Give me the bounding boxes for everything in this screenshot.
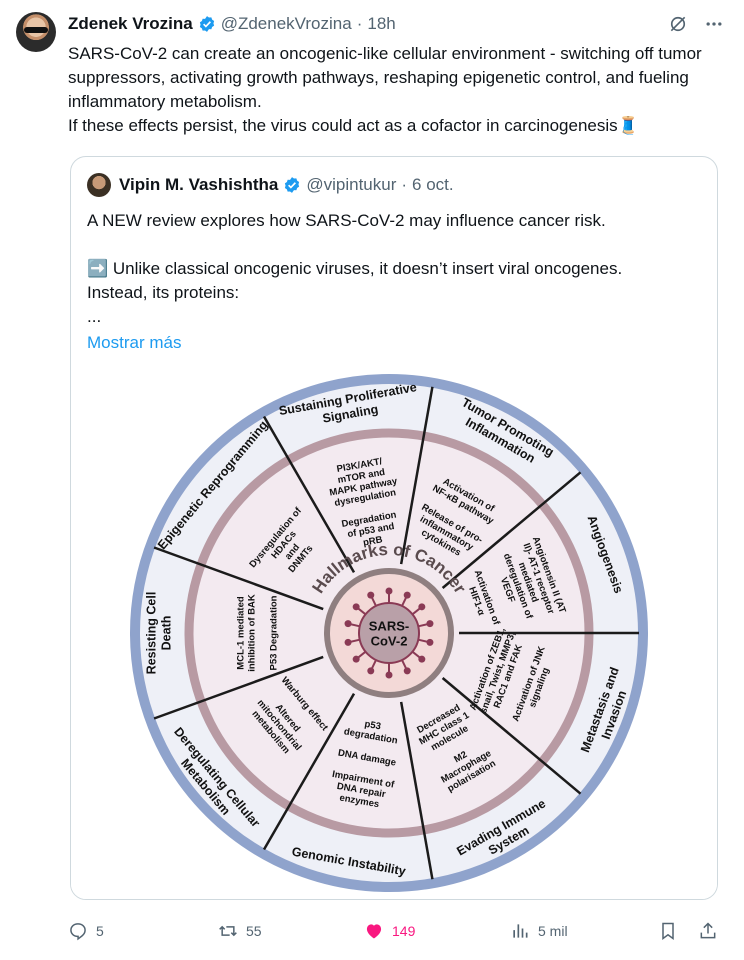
- quoted-author-avatar[interactable]: [87, 173, 111, 197]
- like-count: 149: [392, 923, 416, 939]
- sector-divider: [441, 471, 582, 589]
- sector-divider: [399, 701, 434, 880]
- bookmark-button[interactable]: [658, 921, 678, 941]
- quoted-tweet[interactable]: Vipin M. Vashishtha @vipintukur · 6 oct.…: [70, 156, 718, 900]
- virus-spike-tip: [352, 655, 360, 663]
- avatar-sunglasses: [24, 27, 48, 33]
- virus-spike-tip: [352, 603, 360, 611]
- top-actions: [668, 14, 724, 34]
- svg-text:MCL-1 mediated: MCL-1 mediated: [236, 596, 247, 670]
- svg-text:P53 Degradation: P53 Degradation: [269, 595, 280, 670]
- svg-text:pRB: pRB: [362, 534, 383, 548]
- share-icon: [700, 922, 716, 939]
- virus-label: CoV-2: [371, 634, 408, 649]
- quoted-text: A NEW review explores how SARS-CoV-2 may…: [87, 211, 623, 326]
- virus-spike-tip: [426, 620, 434, 628]
- svg-text:inhibition of BAK: inhibition of BAK: [247, 594, 258, 672]
- separator-dot: ·: [401, 175, 408, 194]
- more-options-icon[interactable]: [704, 14, 724, 34]
- tweet-time[interactable]: 18h: [367, 14, 396, 33]
- tweet-header: Zdenek Vrozina @ZdenekVrozina · 18h: [68, 12, 396, 36]
- virus-spike-tip: [385, 671, 393, 679]
- views-icon: [513, 924, 528, 938]
- virus-spike-tip: [403, 667, 411, 675]
- quoted-time[interactable]: 6 oct.: [412, 175, 454, 194]
- quoted-author-handle[interactable]: @vipintukur: [306, 175, 397, 194]
- virus-spike-tip: [385, 587, 393, 595]
- svg-text:Resisting Cell: Resisting Cell: [145, 592, 159, 675]
- sector-divider: [153, 546, 324, 611]
- reply-icon: [70, 923, 86, 941]
- reply-count: 5: [96, 923, 104, 939]
- quoted-header: Vipin M. Vashishtha @vipintukur · 6 oct.: [119, 173, 454, 197]
- sector-divider: [262, 692, 356, 851]
- share-button[interactable]: [698, 921, 718, 941]
- sector-divider: [399, 386, 434, 565]
- retweet-icon: [219, 925, 237, 937]
- virus-spike-tip: [344, 638, 352, 646]
- verified-badge-icon: [285, 177, 300, 193]
- sector-divider: [153, 655, 324, 720]
- quoted-author-name[interactable]: Vipin M. Vashishtha: [119, 175, 279, 194]
- sector-divider: [262, 415, 356, 574]
- view-count: 5 mil: [538, 923, 568, 939]
- virus-spike-tip: [367, 591, 375, 599]
- virus-spike-tip: [418, 603, 426, 611]
- bookmark-icon: [662, 922, 674, 940]
- virus-spike-tip: [426, 638, 434, 646]
- sector-divider: [441, 677, 582, 795]
- tweet-text: SARS-CoV-2 can create an oncogenic-like …: [68, 44, 702, 135]
- virus-body: [358, 602, 420, 664]
- svg-text:p53: p53: [364, 719, 382, 733]
- verified-badge-icon: [199, 16, 214, 32]
- virus-spike-tip: [418, 655, 426, 663]
- virus-spike-tip: [403, 591, 411, 599]
- svg-text:Death: Death: [160, 616, 174, 651]
- author-name[interactable]: Zdenek Vrozina: [68, 14, 193, 33]
- retweet-button[interactable]: 55: [218, 921, 262, 941]
- separator-dot: ·: [356, 14, 363, 33]
- reply-button[interactable]: 5: [68, 921, 104, 941]
- tweet-actions: 5 55 149 5 mil: [68, 916, 718, 946]
- author-handle[interactable]: @ZdenekVrozina: [220, 14, 352, 33]
- heart-icon: [366, 924, 382, 939]
- virus-spike-tip: [367, 667, 375, 675]
- virus-label: SARS-: [369, 619, 409, 634]
- views-button[interactable]: 5 mil: [510, 921, 568, 941]
- grok-icon[interactable]: [668, 14, 688, 34]
- author-avatar[interactable]: [16, 12, 56, 52]
- virus-spike-tip: [344, 620, 352, 628]
- show-more-link[interactable]: Mostrar más: [87, 333, 182, 352]
- retweet-count: 55: [246, 923, 262, 939]
- like-button[interactable]: 149: [364, 921, 415, 941]
